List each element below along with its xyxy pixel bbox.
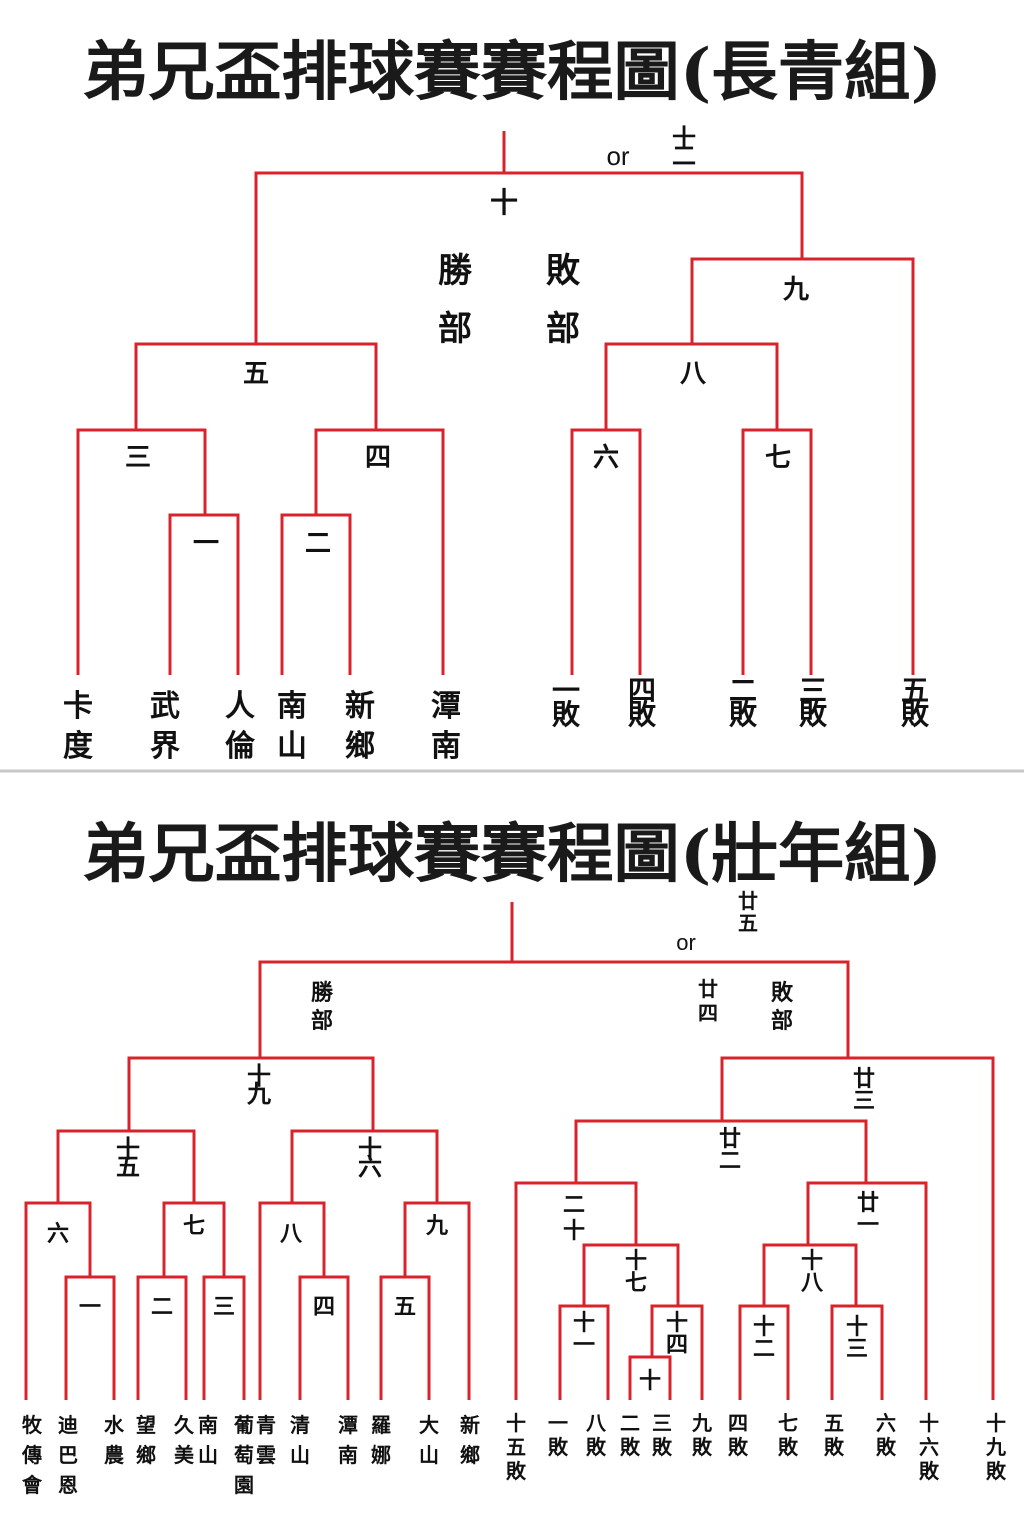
bottom-loser-bracket-label: 敗部	[771, 980, 794, 1034]
bottom-final-bracket	[258, 960, 850, 1058]
bottom-title: 弟兄盃排球賽賽程圖(壯年組)	[82, 817, 942, 892]
top-team-label: 人倫	[225, 689, 256, 764]
top-loser-slot-label: 三敗	[799, 674, 828, 731]
bottom-match-label-16: 十六	[358, 1134, 382, 1181]
bottom-team-label: 清山	[290, 1413, 310, 1467]
top-team-label: 潭南	[431, 689, 461, 764]
top-match-9-bracket	[690, 257, 915, 675]
top-match-4-bracket	[314, 428, 445, 675]
bottom-team-label: 青雲	[256, 1413, 276, 1467]
bottom-loser-slot-label: 六敗	[876, 1411, 897, 1459]
bottom-loser-slot-label: 十九敗	[985, 1411, 1007, 1483]
bottom-match-label-4: 四	[313, 1294, 335, 1320]
top-loser-slot-label: 五敗	[901, 674, 930, 731]
top-match-label-7: 七	[765, 443, 791, 473]
bottom-loser-slot-label: 十五敗	[506, 1411, 527, 1483]
bottom-match-label-19: 十九	[246, 1061, 271, 1108]
bottom-team-label: 牧傳會	[21, 1413, 43, 1497]
bottom-match-19-bracket	[127, 1056, 375, 1131]
bottom-match-label-17: 十七	[625, 1248, 647, 1296]
top-match-label-3: 三	[125, 443, 151, 473]
bracket-labels: or十二十勝部敗部五三四一二九八六七卡度武界人倫南山新鄉潭南一敗四敗二敗三敗五敗…	[21, 123, 1007, 1497]
bottom-match-label-18: 十八	[801, 1248, 824, 1296]
bottom-team-label: 久美	[174, 1413, 195, 1467]
top-loser-slot-label: 一敗	[552, 674, 581, 731]
bottom-match-16-bracket	[290, 1129, 439, 1203]
top-team-label: 南山	[277, 689, 307, 764]
top-match-label-4: 四	[365, 443, 391, 473]
top-final-label: 十	[490, 186, 518, 219]
bottom-loser-slot-label: 十六敗	[919, 1411, 940, 1483]
top-team-label: 卡度	[63, 689, 93, 764]
bottom-match-label-14: 十四	[666, 1310, 688, 1358]
bottom-match-label-10: 十	[639, 1368, 661, 1394]
bottom-team-label: 潭南	[338, 1413, 358, 1467]
bottom-match-label-5: 五	[394, 1294, 416, 1320]
top-or-label: or	[606, 141, 629, 171]
bottom-or-label: or	[676, 930, 696, 955]
bottom-match-label-20: 二十	[563, 1192, 585, 1244]
bottom-team-label: 望鄉	[136, 1413, 156, 1467]
bottom-winner-bracket-label: 勝部	[311, 980, 334, 1034]
bottom-match-label-6: 六	[47, 1221, 69, 1247]
top-loser-slot-label: 二敗	[729, 674, 758, 731]
top-match-3-bracket	[76, 428, 207, 675]
bottom-match-17-bracket	[582, 1243, 680, 1306]
bottom-final-label: 廿四	[698, 977, 718, 1025]
bottom-loser-slot-label: 九敗	[691, 1411, 713, 1459]
bottom-match-label-22: 廿二	[719, 1126, 741, 1174]
bottom-match-label-3: 三	[213, 1294, 235, 1320]
top-winner-bracket-label: 勝部	[438, 251, 473, 349]
bottom-team-label: 迪巴恩	[58, 1413, 78, 1497]
top-match-label-5: 五	[243, 359, 269, 389]
top-loser-slot-label: 四敗	[628, 674, 657, 731]
bottom-match-label-23: 廿三	[853, 1066, 875, 1114]
bottom-team-label: 葡萄園	[233, 1413, 254, 1497]
bottom-match-18-bracket	[762, 1243, 858, 1306]
top-match-label-8: 八	[680, 359, 707, 389]
bottom-match-label-12: 十二	[753, 1314, 775, 1362]
bottom-match-label-11: 十一	[573, 1310, 595, 1358]
top-loser-bracket-label: 敗部	[546, 251, 581, 349]
bottom-loser-slot-label: 三敗	[652, 1411, 673, 1459]
bottom-match-23-bracket	[720, 1056, 995, 1400]
bottom-team-label: 南山	[198, 1413, 218, 1467]
bottom-match-label-8: 八	[280, 1221, 303, 1247]
bottom-loser-slot-label: 八敗	[586, 1411, 607, 1459]
top-title: 弟兄盃排球賽賽程圖(長青組)	[82, 35, 942, 110]
bottom-match-label-7: 七	[183, 1213, 205, 1239]
top-match-label-1: 一	[193, 529, 219, 559]
bottom-team-label: 羅娜	[371, 1413, 391, 1467]
bottom-match-15-bracket	[56, 1129, 196, 1203]
top-final-extra-label: 十二	[672, 123, 696, 170]
bottom-match-label-15: 十五	[116, 1134, 140, 1181]
top-match-label-6: 六	[593, 443, 619, 473]
bottom-team-label: 新鄉	[460, 1413, 480, 1467]
bottom-match-label-1: 一	[79, 1294, 101, 1320]
bottom-match-label-9: 九	[425, 1213, 448, 1239]
bottom-final-extra-label: 廿五	[738, 889, 758, 935]
bottom-match-label-21: 廿一	[857, 1190, 879, 1238]
bottom-loser-slot-label: 二敗	[620, 1411, 641, 1459]
top-match-label-9: 九	[782, 275, 809, 305]
bottom-match-2-bracket	[136, 1275, 188, 1400]
bottom-team-label: 大山	[419, 1413, 439, 1467]
top-team-label: 武界	[150, 689, 180, 764]
top-team-label: 新鄉	[345, 689, 375, 764]
top-match-label-2: 二	[305, 529, 331, 559]
bottom-team-label: 水農	[104, 1413, 125, 1467]
bottom-match-10-bracket	[628, 1355, 672, 1400]
bottom-match-label-13: 十三	[846, 1314, 868, 1362]
bottom-loser-slot-label: 五敗	[824, 1411, 845, 1459]
bottom-match-label-2: 二	[151, 1294, 173, 1320]
top-final-bracket	[254, 171, 804, 344]
bracket-lines	[24, 131, 995, 1400]
bottom-loser-slot-label: 七敗	[778, 1411, 799, 1459]
bottom-loser-slot-label: 四敗	[728, 1411, 749, 1459]
bottom-loser-slot-label: 一敗	[548, 1411, 569, 1459]
